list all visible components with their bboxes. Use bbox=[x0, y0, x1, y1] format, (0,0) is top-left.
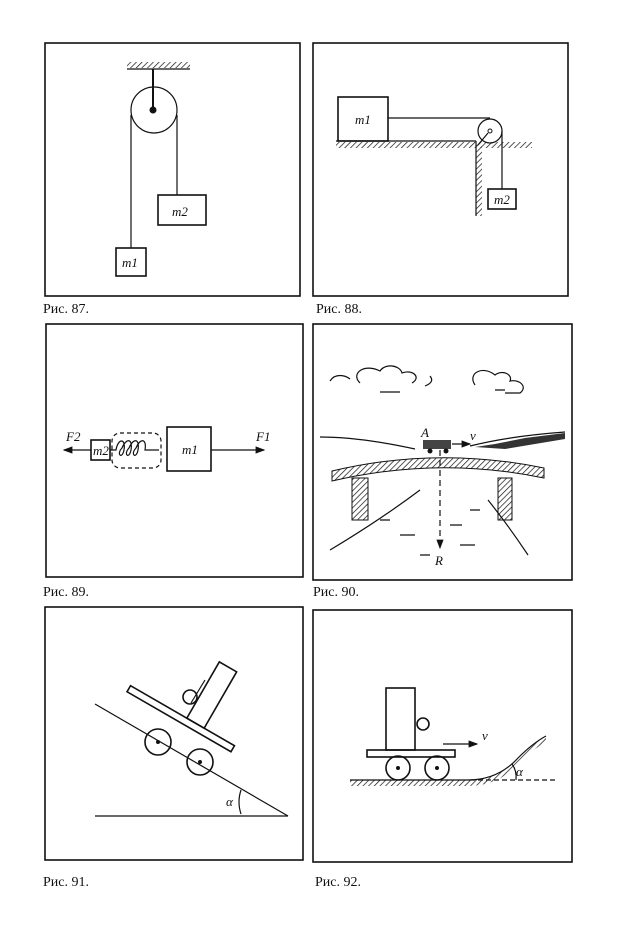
table-hatch bbox=[336, 142, 532, 148]
figure-91: α Рис. 91. bbox=[43, 606, 304, 890]
angle-arc bbox=[238, 789, 242, 815]
figure-90: A v R Рис. 90. bbox=[312, 323, 573, 600]
label-a: A bbox=[420, 425, 429, 440]
angle-arc bbox=[511, 763, 517, 781]
wheel bbox=[424, 755, 450, 781]
mass-m1 bbox=[115, 247, 147, 277]
figure-caption: Рис. 89. bbox=[43, 585, 89, 600]
pendulum-ball bbox=[182, 689, 198, 705]
label-m1: m1 bbox=[355, 112, 371, 127]
cart-post bbox=[185, 660, 238, 730]
label-alpha: α bbox=[226, 794, 234, 809]
figure-caption: Рис. 91. bbox=[43, 875, 89, 890]
mass-m1 bbox=[337, 96, 389, 142]
figure-frame bbox=[45, 323, 304, 578]
cloud bbox=[329, 365, 433, 393]
label-f2: F2 bbox=[65, 429, 81, 444]
pendulum-ball bbox=[416, 717, 430, 731]
label-m1: m1 bbox=[122, 255, 138, 270]
figure-caption: Рис. 87. bbox=[43, 302, 89, 317]
label-m2: m2 bbox=[172, 204, 188, 219]
wheel bbox=[144, 728, 172, 756]
mass-m2 bbox=[157, 194, 207, 226]
pulley bbox=[130, 86, 178, 134]
ceiling-hatch bbox=[127, 62, 190, 68]
hills bbox=[319, 431, 566, 450]
figure-frame bbox=[44, 606, 304, 861]
figure-caption: Рис. 90. bbox=[313, 585, 359, 600]
cart-post bbox=[385, 687, 416, 751]
mass-m2 bbox=[487, 188, 517, 210]
bridge-pier bbox=[351, 477, 369, 521]
bridge-pier bbox=[497, 477, 513, 521]
label-alpha: α bbox=[516, 764, 524, 779]
figure-caption: Рис. 92. bbox=[315, 875, 361, 890]
wheel bbox=[186, 748, 214, 776]
figure-frame bbox=[312, 609, 573, 863]
figure-caption: Рис. 88. bbox=[316, 302, 362, 317]
incline bbox=[94, 703, 289, 817]
label-m2: m2 bbox=[93, 443, 109, 458]
truck bbox=[423, 440, 451, 449]
ground-hatch bbox=[350, 736, 546, 786]
cart-platform bbox=[125, 684, 236, 753]
ramp bbox=[350, 735, 547, 781]
figure-87: m2 m1 Рис. 87. bbox=[43, 42, 301, 317]
treeline bbox=[475, 433, 565, 449]
spring bbox=[110, 440, 159, 456]
river-banks bbox=[329, 489, 529, 556]
label-v: v bbox=[470, 428, 476, 443]
figure-89: F2 m2 m1 F1 Рис. 89. bbox=[43, 323, 304, 600]
figure-88: m1 m2 Рис. 88. bbox=[312, 42, 569, 317]
figure-frame bbox=[44, 42, 301, 297]
bridge-deck bbox=[331, 457, 545, 482]
pulley bbox=[477, 118, 503, 144]
cart-platform bbox=[366, 749, 456, 758]
spring-casing bbox=[111, 432, 162, 469]
label-f1: F1 bbox=[255, 429, 270, 444]
label-m1: m1 bbox=[182, 442, 198, 457]
label-m2: m2 bbox=[494, 192, 510, 207]
table-edge-hatch bbox=[476, 141, 482, 216]
figure-frame bbox=[312, 323, 573, 581]
wheel bbox=[385, 755, 411, 781]
figure-92: v α Рис. 92. bbox=[312, 609, 573, 890]
cloud bbox=[472, 370, 524, 394]
mass-m1 bbox=[166, 426, 212, 472]
label-v: v bbox=[482, 728, 488, 743]
label-r: R bbox=[434, 553, 443, 568]
figure-frame bbox=[312, 42, 569, 297]
pendulum-string bbox=[190, 679, 206, 704]
